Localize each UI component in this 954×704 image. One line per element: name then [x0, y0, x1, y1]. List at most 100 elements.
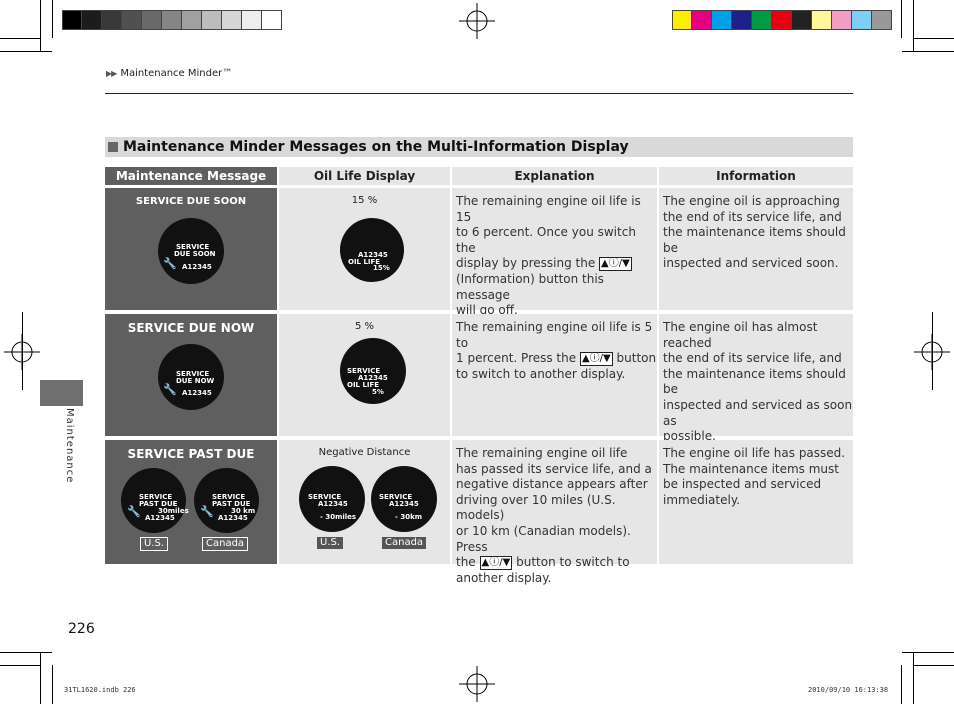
header-rule — [105, 93, 853, 94]
color-swatch — [712, 10, 732, 30]
oil-life-label: 15 % — [351, 195, 378, 206]
text-line: the ▲ⓘ/▼ button to switch to — [456, 555, 657, 571]
crop-mark — [40, 652, 41, 704]
display-oil-life-5: SERVICE A12345 OIL LIFE 5% — [340, 338, 406, 404]
text-line: the end of its service life, and — [663, 209, 842, 224]
maintenance-table: Maintenance Message Oil Life Display Exp… — [105, 167, 853, 585]
text-span: display by pressing the — [456, 256, 596, 271]
text-span: button to switch to — [516, 555, 630, 570]
display-text: A12345 — [145, 514, 175, 522]
color-swatch — [872, 10, 892, 30]
footer-timestamp: 2010/09/10 16:13:38 — [808, 686, 889, 694]
color-swatch — [62, 10, 82, 30]
region-tag-canada: Canada — [382, 537, 427, 549]
process-color-bar — [672, 10, 892, 30]
display-text: - 30miles — [320, 513, 357, 521]
display-text: OIL LIFE — [348, 258, 381, 266]
text-line: be inspected and serviced — [663, 477, 822, 492]
grayscale-color-bar — [62, 10, 282, 30]
wrench-icon: 🔧 — [127, 505, 141, 518]
text-span: 1 percent. Press the — [456, 351, 577, 366]
display-text: 30 km — [231, 507, 256, 515]
oil-life-cell: 5 % SERVICE A12345 OIL LIFE 5% — [279, 314, 450, 436]
crop-mark — [914, 38, 954, 39]
information-text: The engine oil has almost reached the en… — [663, 320, 853, 445]
color-swatch — [82, 10, 102, 30]
text-line: The engine oil life has passed. — [663, 446, 846, 460]
oil-life-cell: Negative Distance SERVICE A12345 - 30mil… — [279, 440, 450, 564]
explanation-text: The remaining engine oil life is 15 to 6… — [456, 194, 657, 319]
display-text: SERVICE — [379, 493, 413, 501]
message-cell: SERVICE DUE SOON SERVICE DUE SOON A12345… — [105, 188, 277, 310]
text-line: The maintenance items must — [663, 461, 839, 476]
color-swatch — [202, 10, 222, 30]
section-title: Maintenance Minder Messages on the Multi… — [123, 139, 629, 155]
color-swatch — [732, 10, 752, 30]
text-line: to 6 percent. Once you switch the — [456, 225, 636, 255]
display-text: 30miles — [158, 507, 189, 515]
display-text: 5% — [372, 388, 384, 396]
table-row: SERVICE DUE NOW SERVICE DUE NOW A12345 🔧… — [105, 314, 853, 443]
color-swatch — [182, 10, 202, 30]
color-swatch — [752, 10, 772, 30]
column-header: Information — [659, 167, 853, 185]
message-cell: SERVICE DUE NOW SERVICE DUE NOW A12345 🔧 — [105, 314, 277, 436]
color-swatch — [832, 10, 852, 30]
wrench-icon: 🔧 — [200, 505, 214, 518]
display-text: PAST DUE — [139, 500, 178, 508]
breadcrumb-arrow-icon: ▶▶ — [106, 69, 117, 78]
crop-mark — [901, 665, 902, 704]
text-line: to switch to another display. — [456, 366, 626, 381]
information-text: The engine oil life has passed. The main… — [663, 446, 845, 508]
color-swatch — [242, 10, 262, 30]
explanation-cell: The remaining engine oil life is 5 to 1 … — [452, 314, 657, 436]
display-text: 15% — [373, 264, 390, 272]
color-swatch — [812, 10, 832, 30]
display-text: SERVICE — [176, 370, 210, 378]
text-line: driving over 10 miles (U.S. models) — [456, 492, 616, 523]
display-service-due-soon: SERVICE DUE SOON A12345 🔧 — [158, 218, 224, 284]
text-line: The engine oil has almost reached — [663, 320, 818, 350]
text-line: possible. — [663, 429, 716, 444]
display-negative-distance-us: SERVICE A12345 - 30miles — [299, 466, 365, 532]
display-text: SERVICE — [347, 367, 381, 375]
region-tag-us: U.S. — [317, 537, 344, 549]
color-swatch — [222, 10, 242, 30]
display-text: A12345 — [218, 514, 248, 522]
display-text: A12345 — [358, 251, 388, 259]
section-square-icon — [108, 142, 118, 152]
text-span: button — [616, 351, 657, 366]
text-line: immediately. — [663, 492, 741, 507]
text-line: has passed its service life, and a — [456, 461, 652, 476]
text-span: the — [456, 555, 476, 570]
crop-mark — [0, 665, 40, 666]
chapter-tab[interactable] — [40, 380, 83, 406]
explanation-text: The remaining engine oil life is 5 to 1 … — [456, 320, 657, 382]
text-line: inspected and serviced as soon as — [663, 397, 853, 428]
display-service-past-due-us: SERVICE PAST DUE 30miles A12345 🔧 — [121, 468, 189, 533]
color-swatch — [122, 10, 142, 30]
display-text: SERVICE — [139, 493, 173, 501]
text-line: The remaining engine oil life is 5 to — [456, 320, 653, 350]
column-header: Explanation — [452, 167, 657, 185]
crop-mark — [914, 665, 954, 666]
display-text: A12345 — [318, 500, 348, 508]
text-line: 1 percent. Press the ▲ⓘ/▼ button — [456, 351, 657, 367]
text-line: The remaining engine oil life — [456, 446, 628, 460]
crop-mark — [0, 652, 52, 653]
display-text: OIL LIFE — [347, 381, 380, 389]
color-swatch — [672, 10, 692, 30]
crop-mark — [40, 0, 41, 52]
text-line: or 10 km (Canadian models). Press — [456, 523, 631, 554]
display-oil-life-15: A12345 OIL LIFE 15% — [340, 218, 404, 282]
message-title: SERVICE DUE NOW — [127, 321, 255, 335]
message-title: SERVICE DUE SOON — [135, 196, 247, 207]
column-header: Oil Life Display — [279, 167, 450, 185]
display-text: A12345 — [182, 263, 212, 271]
crop-mark — [913, 0, 914, 52]
display-text: DUE SOON — [174, 250, 216, 258]
color-swatch — [772, 10, 792, 30]
text-line: The remaining engine oil life is 15 — [456, 194, 641, 224]
text-line: display by pressing the ▲ⓘ/▼ — [456, 256, 657, 272]
oil-life-label: 5 % — [354, 321, 375, 332]
